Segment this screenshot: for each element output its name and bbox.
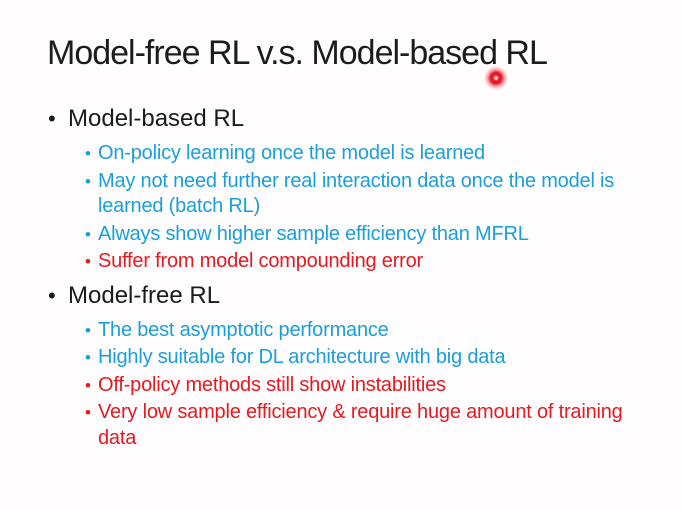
- list-item-text: On-policy learning once the model is lea…: [98, 142, 485, 164]
- list-item-text: Off-policy methods still show instabilit…: [98, 373, 446, 396]
- bullet-icon: •: [85, 320, 91, 340]
- list-item: • May not need further real interaction …: [85, 169, 682, 220]
- section-heading-model-based-rl: • Model-based RL: [0, 104, 682, 134]
- slide-title: Model-free RL v.s. Model-based RL: [47, 34, 548, 72]
- list-item: • Very low sample efficiency & require h…: [85, 400, 682, 451]
- list-item-text: The best asymptotic performance: [98, 318, 389, 341]
- bullet-icon: •: [85, 144, 91, 163]
- list-item-text: Always show higher sample efficiency tha…: [98, 222, 529, 245]
- bullet-icon: •: [85, 348, 91, 367]
- section-heading-label: Model-free RL: [68, 281, 221, 309]
- bullet-icon: •: [85, 252, 91, 271]
- section-heading-label: Model-based RL: [68, 105, 245, 132]
- bullet-icon: •: [48, 282, 56, 308]
- slide-body: • Model-based RL • On-policy learning on…: [0, 104, 682, 457]
- list-item: • Highly suitable for DL architecture wi…: [85, 345, 682, 371]
- section-heading-model-free-rl: • Model-free RL: [0, 281, 682, 311]
- list-item: • Always show higher sample efficiency t…: [85, 222, 682, 248]
- bullet-icon: •: [85, 171, 91, 191]
- bullet-icon: •: [85, 403, 91, 422]
- list-item: • Suffer from model compounding error: [85, 249, 682, 275]
- model-based-rl-list: • On-policy learning once the model is l…: [0, 141, 682, 275]
- list-item-text: Highly suitable for DL architecture with…: [98, 346, 506, 368]
- model-free-rl-list: • The best asymptotic performance • High…: [0, 318, 682, 452]
- list-item-text: Suffer from model compounding error: [98, 250, 424, 272]
- bullet-icon: •: [48, 106, 56, 131]
- bullet-icon: •: [85, 375, 91, 395]
- list-item: • On-policy learning once the model is l…: [85, 141, 682, 167]
- list-item-text: May not need further real interaction da…: [98, 169, 615, 218]
- list-item: • The best asymptotic performance: [85, 318, 682, 344]
- bullet-icon: •: [85, 224, 91, 244]
- list-item-text: Very low sample efficiency & require hug…: [98, 401, 623, 449]
- list-item: • Off-policy methods still show instabil…: [85, 373, 682, 399]
